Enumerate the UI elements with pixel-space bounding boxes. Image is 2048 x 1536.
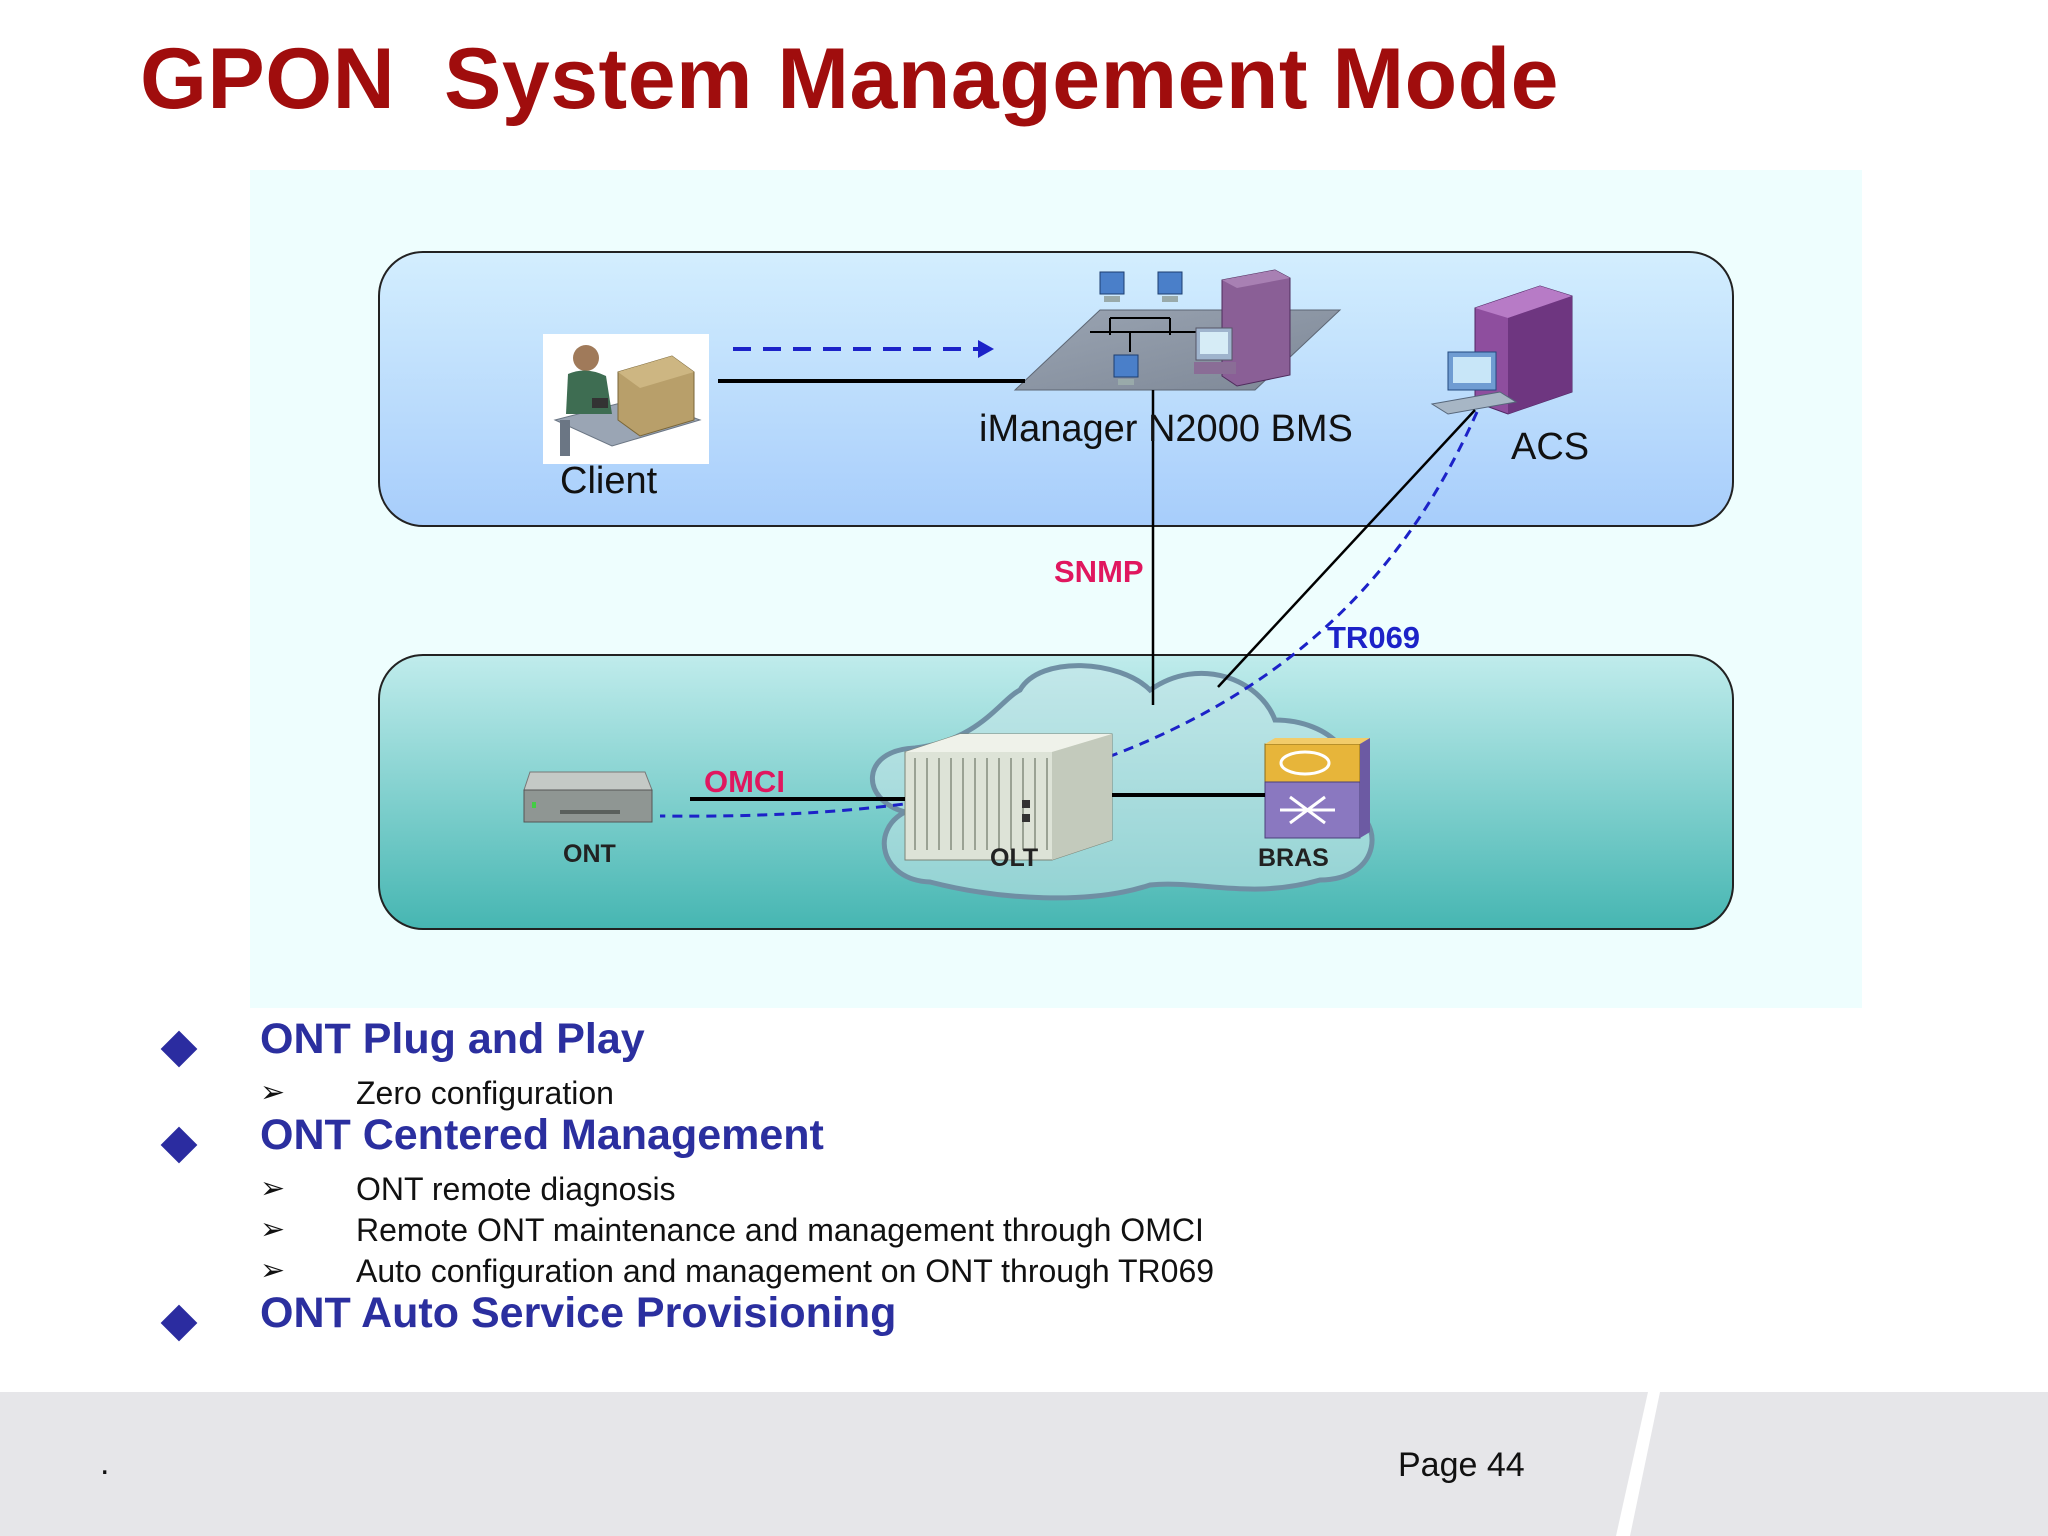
arrow-bullet-icon: ➢ <box>260 1212 286 1247</box>
acs-server-icon <box>1430 285 1573 415</box>
snmp-label: SNMP <box>1054 554 1144 589</box>
network-diagram <box>378 251 1734 930</box>
arrow-bullet-icon: ➢ <box>260 1171 286 1206</box>
omci-label: OMCI <box>704 764 785 799</box>
bullet-heading: ONT Centered Management <box>260 1111 824 1159</box>
footer-mark: . <box>100 1444 110 1482</box>
arrow-bullet-icon: ➢ <box>260 1075 286 1110</box>
slide-footer <box>0 1392 2048 1536</box>
client-icon <box>543 334 709 464</box>
bras-label: BRAS <box>1258 844 1329 872</box>
slide-title: GPON System Management Mode <box>140 31 1559 127</box>
ont-label: ONT <box>563 840 616 868</box>
bullet-heading: ONT Plug and Play <box>260 1015 645 1063</box>
ont-icon <box>523 771 653 823</box>
olt-label: OLT <box>990 844 1039 872</box>
bullet-heading: ONT Auto Service Provisioning <box>260 1289 897 1337</box>
page-number: Page 44 <box>1398 1446 1525 1484</box>
imanager-label: iManager N2000 BMS <box>979 408 1353 450</box>
acs-label: ACS <box>1511 426 1590 468</box>
imanager-server-icon <box>1013 269 1342 391</box>
olt-icon <box>904 733 1113 861</box>
tr069-label: TR069 <box>1327 620 1421 655</box>
arrow-bullet-icon: ➢ <box>260 1253 286 1288</box>
client-label: Client <box>560 460 658 502</box>
bras-icon <box>1264 738 1370 839</box>
